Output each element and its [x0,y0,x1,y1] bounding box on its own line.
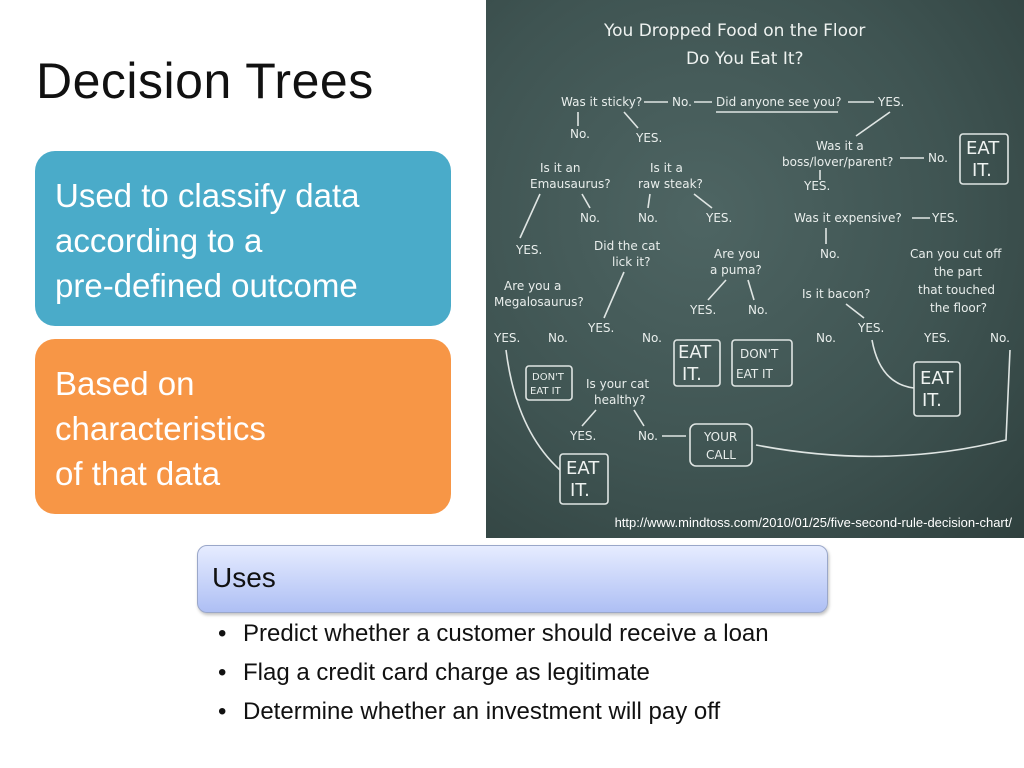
eat-it-3a: EAT [920,368,954,389]
eat-it-box-1 [959,133,1009,185]
dont-eat-2b: EAT IT [530,386,562,397]
eat-it-box-3 [913,361,961,417]
node-cat-lick-2: lick it? [612,255,650,269]
eat-it-box-2 [673,339,721,387]
label-no-7: No. [748,303,768,317]
label-yes-5: YES. [931,211,958,225]
node-emausaurus-1: Is it an [540,161,580,175]
chart-title-2: Do You Eat It? [686,49,804,69]
label-yes-10: YES. [493,331,520,345]
node-megalosaurus-1: Are you a [504,279,561,293]
list-item: Flag a credit card charge as legitimate [218,658,818,688]
uses-heading: Uses [197,545,828,613]
chart-title-1: You Dropped Food on the Floor [603,21,865,41]
node-boss-1: Was it a [816,139,864,153]
label-yes-4: YES. [705,211,732,225]
node-cut-off-3: that touched [918,283,995,297]
node-sticky: Was it sticky? [561,95,642,109]
label-yes-2: YES. [635,131,662,145]
eat-it-3b: IT. [922,390,942,411]
uses-list: Predict whether a customer should receiv… [218,619,818,736]
dont-eat-2a: DON'T [532,372,565,383]
image-credit-link[interactable]: http://www.mindtoss.com/2010/01/25/five-… [614,515,1012,530]
label-no-8: No. [548,331,568,345]
classify-line-1: Used to classify data [55,177,360,214]
your-call-b: CALL [706,448,736,462]
label-no-11: No. [990,331,1010,345]
characteristics-line-1: Based on [55,365,195,402]
dont-eat-1b: EAT IT [736,367,774,381]
classify-line-2: according to a [55,222,263,259]
list-item: Predict whether a customer should receiv… [218,619,818,649]
label-no-10: No. [816,331,836,345]
label-no-6: No. [820,247,840,261]
node-steak-2: raw steak? [638,177,703,191]
node-boss-2: boss/lover/parent? [782,155,893,169]
chalk-flowchart: You Dropped Food on the Floor Do You Eat… [493,21,1011,505]
eat-it-4b: IT. [570,480,590,501]
label-yes-7: YES. [587,321,614,335]
node-cat-healthy-1: Is your cat [586,377,649,391]
node-puma-2: a puma? [710,263,762,277]
slide-title: Decision Trees [36,53,374,109]
node-megalosaurus-2: Megalosaurus? [494,295,584,309]
node-cut-off-1: Can you cut off [910,247,1002,261]
node-cut-off-4: the floor? [930,301,987,315]
label-no-3: No. [928,151,948,165]
your-call-a: YOUR [703,430,737,444]
node-bacon: Is it bacon? [802,287,870,301]
node-puma-1: Are you [714,247,760,261]
node-steak-1: Is it a [650,161,683,175]
label-no-12: No. [638,429,658,443]
label-yes-3: YES. [803,179,830,193]
node-anyone: Did anyone see you? [716,95,841,109]
label-no-2: No. [570,127,590,141]
node-cat-lick-1: Did the cat [594,239,660,253]
dont-eat-box-1 [731,339,793,387]
label-yes-6: YES. [515,243,542,257]
node-cut-off-2: the part [934,265,982,279]
eat-it-2b: IT. [682,364,702,385]
list-item: Determine whether an investment will pay… [218,697,818,727]
node-emausaurus-2: Emausaurus? [530,177,611,191]
decision-chart-image: You Dropped Food on the Floor Do You Eat… [486,0,1024,538]
dont-eat-box-2 [525,365,573,401]
label-no-9: No. [642,331,662,345]
label-yes-8: YES. [689,303,716,317]
dont-eat-1a: DON'T [740,347,779,361]
eat-it-2a: EAT [678,342,712,363]
node-expensive: Was it expensive? [794,211,902,225]
eat-it-1a: EAT [966,138,1000,159]
label-no-4: No. [580,211,600,225]
classify-box: Used to classify data according to a pre… [35,151,451,326]
characteristics-line-2: characteristics [55,410,266,447]
label-yes-11: YES. [923,331,950,345]
label-yes-12: YES. [569,429,596,443]
eat-it-1b: IT. [972,160,992,181]
node-cat-healthy-2: healthy? [594,393,645,407]
eat-it-box-4 [559,453,609,505]
classify-line-3: pre-defined outcome [55,267,358,304]
your-call-box [689,423,753,467]
characteristics-line-3: of that data [55,455,221,492]
label-yes-9: YES. [857,321,884,335]
characteristics-box: Based on characteristics of that data [35,339,451,514]
eat-it-4a: EAT [566,458,600,479]
label-yes-1: YES. [877,95,904,109]
label-no-5: No. [638,211,658,225]
label-no-1: No. [672,95,692,109]
